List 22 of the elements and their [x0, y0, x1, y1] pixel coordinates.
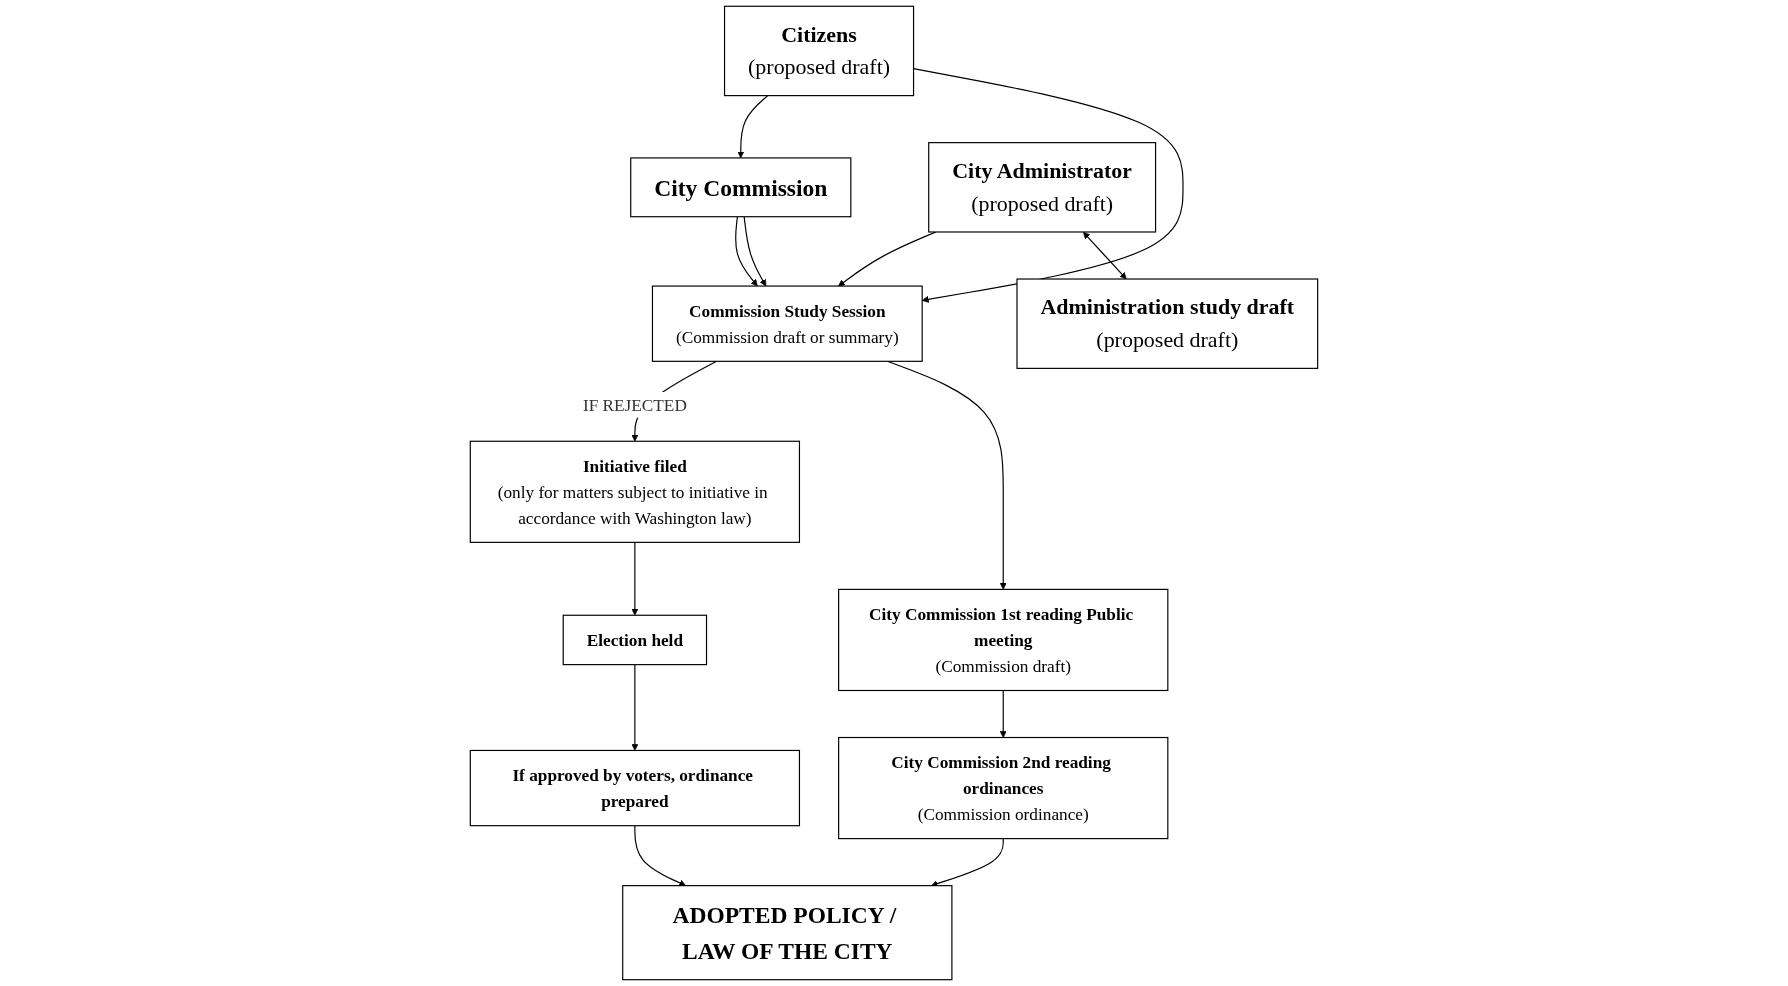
arrow	[913, 68, 1184, 303]
arrow	[999, 689, 1007, 738]
arrow	[735, 216, 758, 287]
node-box: Initiative filed (only for matters subject to initiative in accordance with Washington law)	[469, 440, 801, 543]
arrow	[931, 838, 1004, 887]
arrow	[1083, 231, 1127, 280]
node-box: If approved by voters, ordinance prepared	[469, 749, 801, 827]
edge-label: IF REJECTED	[582, 395, 687, 415]
node-box: Administration study draft (proposed draft)	[1016, 278, 1319, 369]
node-box: Election held	[562, 614, 708, 666]
arrow	[634, 825, 686, 887]
arrow	[631, 664, 639, 751]
arrow	[737, 95, 769, 159]
node-box: City Commission	[630, 157, 852, 218]
node-box: ADOPTED POLICY / LAW OF THE CITY	[622, 885, 953, 981]
node-box: City Commission 1st reading Public meeting (Commission draft)	[838, 588, 1169, 692]
node-box: Commission Study Session (Commission draft or summary)	[651, 285, 923, 362]
arrow	[743, 216, 767, 287]
node-box: City Administrator (proposed draft)	[928, 142, 1157, 233]
node-box: City Commission 2nd reading ordinances (Commission ordinance)	[838, 736, 1169, 840]
node-box: Citizens (proposed draft)	[724, 5, 915, 97]
arrow	[631, 541, 639, 616]
